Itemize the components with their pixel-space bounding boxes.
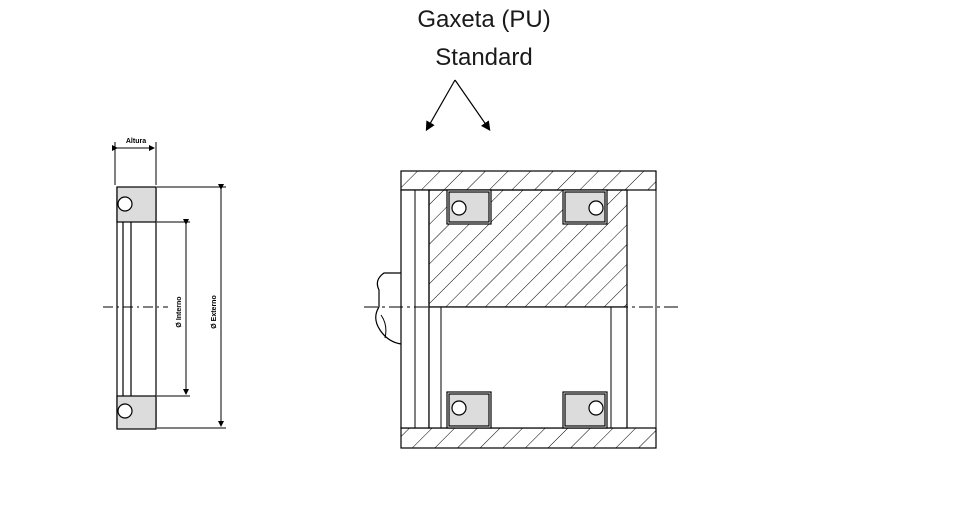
cylinder-assembly [364, 170, 680, 449]
housing-wall-bottom [400, 427, 657, 449]
diagram-title-line2: Standard [435, 44, 533, 71]
title-arrows [425, 79, 491, 132]
height-label: Altura [126, 138, 146, 145]
inner-diameter-label: Ø Interno [176, 296, 183, 327]
housing-wall-top [400, 170, 657, 191]
seal-cross-section [103, 142, 226, 430]
outer-diameter-label: Ø Externo [211, 295, 218, 328]
diagram-title-line1: Gaxeta (PU) [417, 6, 551, 33]
piston-rod [376, 272, 401, 307]
